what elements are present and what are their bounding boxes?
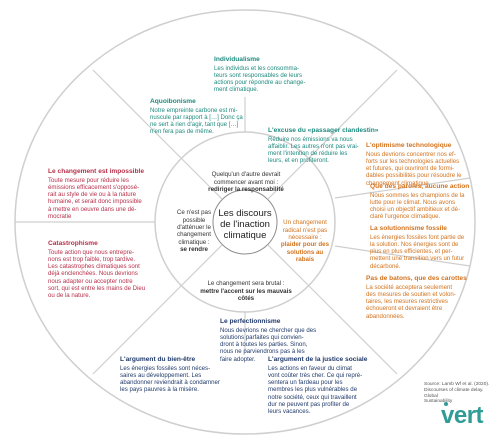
divider-right-b (334, 245, 471, 267)
block-optimisme: L'optimisme technologique Nous devrions … (366, 142, 482, 187)
optimisme-title: L'optimisme technologique (366, 142, 452, 149)
source-note: Source: Lamb Wf et al. (2020). Discourse… (424, 382, 490, 405)
block-perfectionnisme: Le perfectionnisme Nous devrions ne cher… (220, 318, 332, 363)
bienetre-title: L'argument du bien-être (120, 356, 196, 363)
inner-top-strong: rediriger la responsabilité (208, 185, 284, 193)
block-justice: L'argument de la justice sociale Les act… (268, 356, 386, 415)
fossile-title: La solutionnisme fossile (370, 225, 447, 232)
inner-right: Un changement radical n'est pas nécessai… (280, 212, 330, 271)
divider-ne-outer (308, 69, 398, 159)
divider-ne-inner (267, 157, 310, 200)
perfectionnisme-body: Nous devrions ne chercher que des soluti… (220, 326, 317, 363)
batons-title: Pas de batons, que des carottes (366, 275, 467, 282)
block-passager: L'excuse du «passager clandestin» Réduir… (268, 127, 388, 165)
logo-dot (444, 402, 448, 406)
divider-right-a (334, 177, 471, 199)
bienetre-body: Les énergies fossiles sont néces- saires… (120, 364, 220, 394)
impossible-title: Le changement est impossible (48, 168, 145, 175)
catastrophisme-title: Catastrophisme (48, 240, 98, 247)
paroles-title: Que des paroles, aucune action (370, 183, 470, 190)
inner-bottom-text: Le changement sera brutal : (207, 280, 285, 288)
paroles-body: Nous sommes les champions de la lutte po… (370, 191, 465, 221)
inner-left-text: Ce n'est pas possible d'atténuer le chan… (176, 209, 212, 246)
block-catastrophisme: Catastrophisme Toute action que nous ent… (48, 240, 160, 299)
fossile-body: Les énergies fossiles font partie de la … (370, 233, 465, 270)
center-title: Les discours de l'inaction climatique (218, 208, 272, 241)
inner-right-text: Un changement radical n'est pas nécessai… (282, 219, 328, 241)
divider-sw-inner (180, 244, 223, 287)
block-fossile: La solutionnisme fossile Les énergies fo… (370, 225, 482, 270)
batons-body: La société acceptera seulement des mesur… (366, 283, 456, 320)
individualisme-body: Les individus et les consomma- teurs son… (214, 64, 306, 94)
divider-se-inner (267, 244, 310, 287)
justice-body: Les actions en faveur du climat vont coû… (268, 364, 363, 415)
divider-nw-inner (180, 157, 223, 200)
divider-sw-outer (92, 285, 182, 375)
optimisme-body: Nous devrions concentrer nos ef- forts s… (366, 150, 462, 187)
divider-se-outer (308, 285, 398, 375)
passager-body: Réduire nos émissions va nous affaiblir.… (268, 135, 359, 165)
inner-left: Ce n'est pas possible d'atténuer le chan… (172, 202, 216, 261)
inner-bottom: Le changement sera brutal : mettre l'acc… (200, 273, 292, 310)
divider-nw-outer (92, 69, 182, 159)
aquoibonisme-title: Aquoibonisme (150, 98, 196, 105)
inner-right-strong: plaider pour des solutions au rabais (280, 241, 330, 263)
block-paroles: Que des paroles, aucune action Nous somm… (370, 183, 482, 221)
aquoibonisme-body: Notre empreinte carbone est mi- nuscule … (150, 106, 243, 136)
inner-top-text: Quelqu'un d'autre devrait commencer avan… (211, 171, 281, 186)
vert-logo: vert (441, 402, 484, 429)
catastrophisme-body: Toute action que nous entrepre- nons est… (48, 248, 146, 299)
inner-top: Quelqu'un d'autre devrait commencer avan… (200, 164, 292, 201)
block-individualisme: Individualisme Les individus et les cons… (214, 56, 334, 94)
inner-bottom-strong: mettre l'accent sur les mauvais côtés (200, 287, 292, 302)
individualisme-title: Individualisme (214, 56, 260, 63)
passager-title: L'excuse du «passager clandestin» (268, 127, 379, 134)
justice-title: L'argument de la justice sociale (268, 356, 368, 363)
impossible-body: Toute mesure pour réduire les émissions … (48, 176, 142, 220)
block-aquoibonisme: Aquoibonisme Notre empreinte carbone est… (150, 98, 260, 136)
block-bienetre: L'argument du bien-être Les énergies fos… (120, 356, 238, 394)
inner-left-strong: se rendre (180, 245, 208, 253)
block-batons: Pas de batons, que des carottes La socié… (366, 275, 478, 320)
block-impossible: Le changement est impossible Toute mesur… (48, 168, 160, 220)
core-circle (212, 189, 278, 255)
perfectionnisme-title: Le perfectionnisme (220, 318, 281, 325)
